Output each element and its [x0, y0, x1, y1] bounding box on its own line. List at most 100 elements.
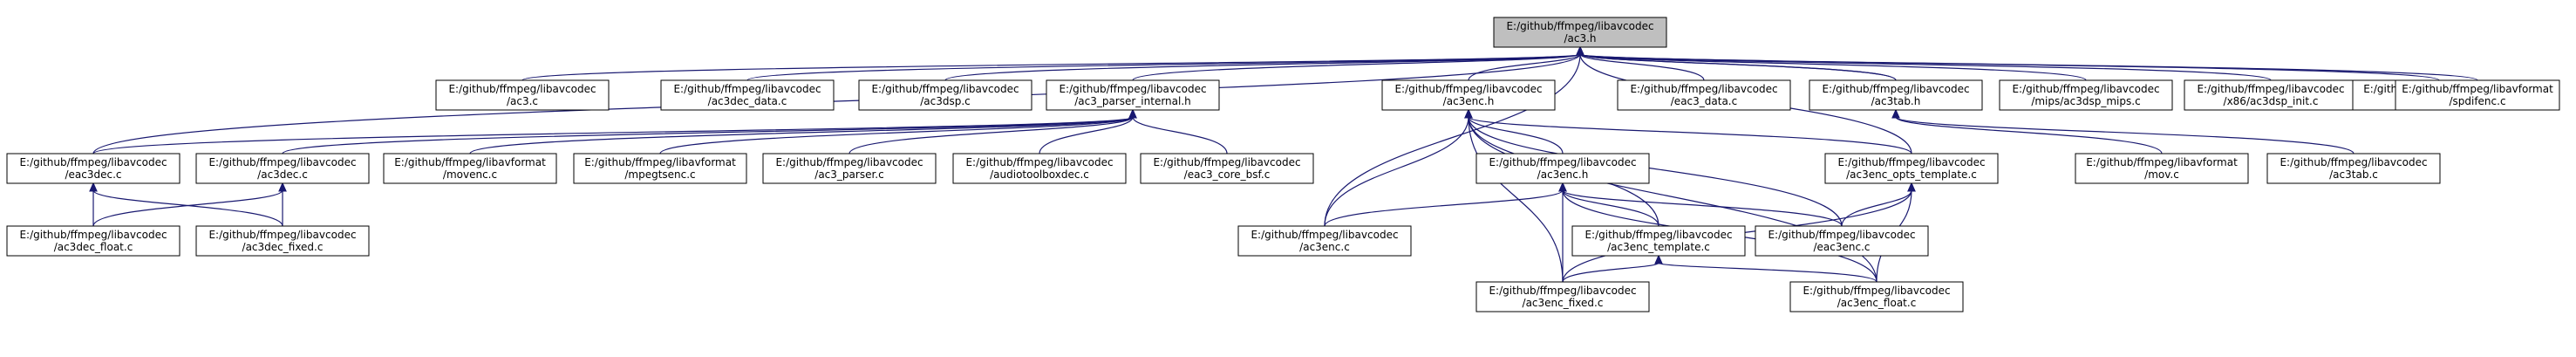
node-x86_dsp[interactable]: E:/github/ffmpeg/libavcodec/x86/ac3dsp_i…	[2184, 79, 2358, 111]
node-eac3_data[interactable]: E:/github/ffmpeg/libavcodec/eac3_data.c	[1617, 79, 1791, 111]
node-movenc[interactable]: E:/github/ffmpeg/libavformat/movenc.c	[383, 153, 557, 184]
edge-eac3dec-to-parser_int	[92, 108, 1137, 154]
edge-ac3dec_fixed-to-ac3dec	[278, 182, 287, 226]
node-label-line1: E:/github/ffmpeg/libavcodec	[1489, 285, 1636, 297]
node-box	[1475, 281, 1650, 312]
node-ac3_parser[interactable]: E:/github/ffmpeg/libavcodec/ac3_parser.c	[762, 153, 937, 184]
node-ac3enc_c[interactable]: E:/github/ffmpeg/libavcodec/ac3enc.c	[1237, 225, 1412, 257]
node-box	[1809, 79, 1983, 111]
node-ac3enc_float[interactable]: E:/github/ffmpeg/libavcodec/ac3enc_float…	[1789, 281, 1964, 312]
node-label-line2: /ac3dsp.c	[920, 95, 971, 107]
node-label-line2: /eac3dec.c	[65, 168, 121, 181]
edge-audiotoolbox-to-parser_int	[1039, 108, 1137, 154]
node-label-line1: E:/github/ffmpeg/libavformat	[394, 156, 546, 168]
node-ac3dec_float[interactable]: E:/github/ffmpeg/libavcodec/ac3dec_float…	[6, 225, 181, 257]
edge-ac3tab_c-to-ac3tab_h	[1891, 108, 2355, 154]
node-ac3tab_c[interactable]: E:/github/ffmpeg/libavcodec/ac3tab.c	[2266, 153, 2441, 184]
node-box	[952, 153, 1127, 184]
node-ac3c[interactable]: E:/github/ffmpeg/libavcodec/ac3.c	[435, 79, 610, 111]
edge-ac3enc_h2-to-ac3enc_h	[1464, 108, 1564, 154]
node-label-line1: E:/github/ffmpeg/libavcodec	[208, 156, 356, 168]
node-label-line2: /mpegtsenc.c	[624, 168, 695, 181]
node-label-line1: E:/github/ffmpeg/libavcodec	[1822, 83, 1969, 95]
node-label-line1: E:/github/ffmpeg/libavcodec	[1803, 285, 1950, 297]
node-label-line1: E:/github/ffmpeg/libavcodec	[2012, 83, 2159, 95]
node-label-line2: /ac3enc.h	[1537, 168, 1589, 181]
node-box	[2184, 79, 2358, 111]
node-label-line2: /ac3dec_data.c	[708, 95, 787, 107]
node-label-line2: /mov.c	[2144, 168, 2179, 181]
node-ac3tab_h[interactable]: E:/github/ffmpeg/libavcodec/ac3tab.h	[1809, 79, 1983, 111]
node-mips_dsp[interactable]: E:/github/ffmpeg/libavcodec/mips/ac3dsp_…	[1999, 79, 2173, 111]
node-label-line2: /ac3_parser_internal.h	[1074, 95, 1191, 107]
node-root[interactable]: E:/github/ffmpeg/libavcodec/ac3.h	[1493, 17, 1667, 48]
node-ac3dec[interactable]: E:/github/ffmpeg/libavcodec/ac3dec.c	[195, 153, 370, 184]
node-mov[interactable]: E:/github/ffmpeg/libavformat/mov.c	[2075, 153, 2249, 184]
node-box	[2075, 153, 2249, 184]
node-label-line1: E:/github/ffmpeg/libavcodec	[2280, 156, 2427, 168]
edge-eac3_data-to-root	[1576, 45, 1705, 81]
node-box	[1046, 79, 1220, 111]
node-box	[1617, 79, 1791, 111]
edge-ac3enc_fixed-to-ac3enc_template	[1562, 254, 1663, 283]
node-box	[858, 79, 1032, 111]
node-ac3enc_h[interactable]: E:/github/ffmpeg/libavcodec/ac3enc.h	[1381, 79, 1556, 111]
node-eac3enc[interactable]: E:/github/ffmpeg/libavcodec/eac3enc.c	[1755, 225, 1929, 257]
node-box	[1381, 79, 1556, 111]
node-box	[2266, 153, 2441, 184]
node-label-line2: /ac3_parser.c	[814, 168, 883, 181]
node-label-line1: E:/github/ffmpeg/libavcodec	[673, 83, 821, 95]
node-box	[1999, 79, 2173, 111]
node-label-line1: E:/github/ffmpeg/libavcodec	[871, 83, 1019, 95]
edge-ac3enc_c-to-ac3enc_h	[1324, 108, 1473, 227]
node-ac3enc_h2[interactable]: E:/github/ffmpeg/libavcodec/ac3enc.h	[1475, 153, 1650, 184]
node-label-line2: /ac3.h	[1564, 32, 1596, 45]
node-label-line1: E:/github/ffmpeg/libavcodec	[965, 156, 1113, 168]
node-label-line2: /ac3enc.h	[1443, 95, 1495, 107]
node-label-line1: E:/github/ffmpeg/libavcodec	[775, 156, 923, 168]
node-box	[1475, 153, 1650, 184]
node-label-line1: E:/github/ffmpeg/libavcodec	[1584, 229, 1732, 241]
node-label-line1: E:/github/ffmpeg/libavcodec	[1394, 83, 1542, 95]
node-eac3_core[interactable]: E:/github/ffmpeg/libavcodec/eac3_core_bs…	[1140, 153, 1314, 184]
node-label-line1: E:/github/ffmpeg/libavcodec	[1837, 156, 1985, 168]
node-label-line2: /ac3enc_float.c	[1837, 297, 1917, 309]
node-label-line2: /audiotoolboxdec.c	[990, 168, 1089, 181]
node-audiotoolbox[interactable]: E:/github/ffmpeg/libavcodec/audiotoolbox…	[952, 153, 1127, 184]
node-label-line1: E:/github/ffmpeg/libavformat	[584, 156, 736, 168]
node-label-line1: E:/github/ffmpeg/libavcodec	[208, 229, 356, 241]
node-ac3dec_data[interactable]: E:/github/ffmpeg/libavcodec/ac3dec_data.…	[660, 79, 835, 111]
node-box	[762, 153, 937, 184]
node-label-line1: E:/github/ffmpeg/libavformat	[2086, 156, 2238, 168]
edge-movenc-to-parser_int	[469, 108, 1137, 154]
node-ac3enc_template[interactable]: E:/github/ffmpeg/libavcodec/ac3enc_templ…	[1571, 225, 1746, 257]
node-label-line2: /ac3enc_fixed.c	[1523, 297, 1604, 309]
edge-ac3dsp-to-root	[944, 45, 1584, 81]
node-box	[1140, 153, 1314, 184]
node-label-line2: /eac3_data.c	[1671, 95, 1737, 107]
node-label-line2: /mips/ac3dsp_mips.c	[2031, 95, 2140, 107]
edge-ac3enc_c-to-root	[1324, 45, 1584, 227]
node-label-line1: E:/github/ffmpeg/libavcodec	[1059, 83, 1206, 95]
node-ac3enc_opts[interactable]: E:/github/ffmpeg/libavcodec/ac3enc_opts_…	[1824, 153, 1999, 184]
node-eac3dec[interactable]: E:/github/ffmpeg/libavcodec/eac3dec.c	[6, 153, 181, 184]
node-box	[1493, 17, 1667, 48]
edge-eac3_core-to-parser_int	[1128, 108, 1228, 154]
edge-ac3enc_opts-to-ac3enc_h	[1464, 108, 1912, 154]
node-parser_int[interactable]: E:/github/ffmpeg/libavcodec/ac3_parser_i…	[1046, 79, 1220, 111]
node-label-line2: /ac3dec_float.c	[54, 241, 133, 253]
node-ac3dec_fixed[interactable]: E:/github/ffmpeg/libavcodec/ac3dec_fixed…	[195, 225, 370, 257]
edge-ac3enc_template-to-ac3enc_h2	[1558, 182, 1659, 227]
node-label-line1: E:/github/ffmpeg/libavcodec	[1153, 156, 1300, 168]
node-box	[195, 153, 370, 184]
edge-ac3dec_fixed-to-eac3dec	[89, 182, 283, 227]
node-label-line2: /spdifenc.c	[2449, 95, 2505, 107]
node-ac3enc_fixed[interactable]: E:/github/ffmpeg/libavcodec/ac3enc_fixed…	[1475, 281, 1650, 312]
node-ac3dsp[interactable]: E:/github/ffmpeg/libavcodec/ac3dsp.c	[858, 79, 1032, 111]
edge-ac3c-to-root	[521, 45, 1584, 81]
node-label-line2: /eac3_core_bsf.c	[1184, 168, 1271, 181]
nodes-layer: E:/github/ffmpeg/libavcodec/ac3.hE:/gith…	[6, 17, 2560, 312]
node-spdifenc[interactable]: E:/github/ffmpeg/libavformat/spdifenc.c	[2395, 79, 2560, 111]
edge-mov-to-ac3tab_h	[1891, 108, 2163, 154]
node-mpegtsenc[interactable]: E:/github/ffmpeg/libavformat/mpegtsenc.c	[573, 153, 747, 184]
